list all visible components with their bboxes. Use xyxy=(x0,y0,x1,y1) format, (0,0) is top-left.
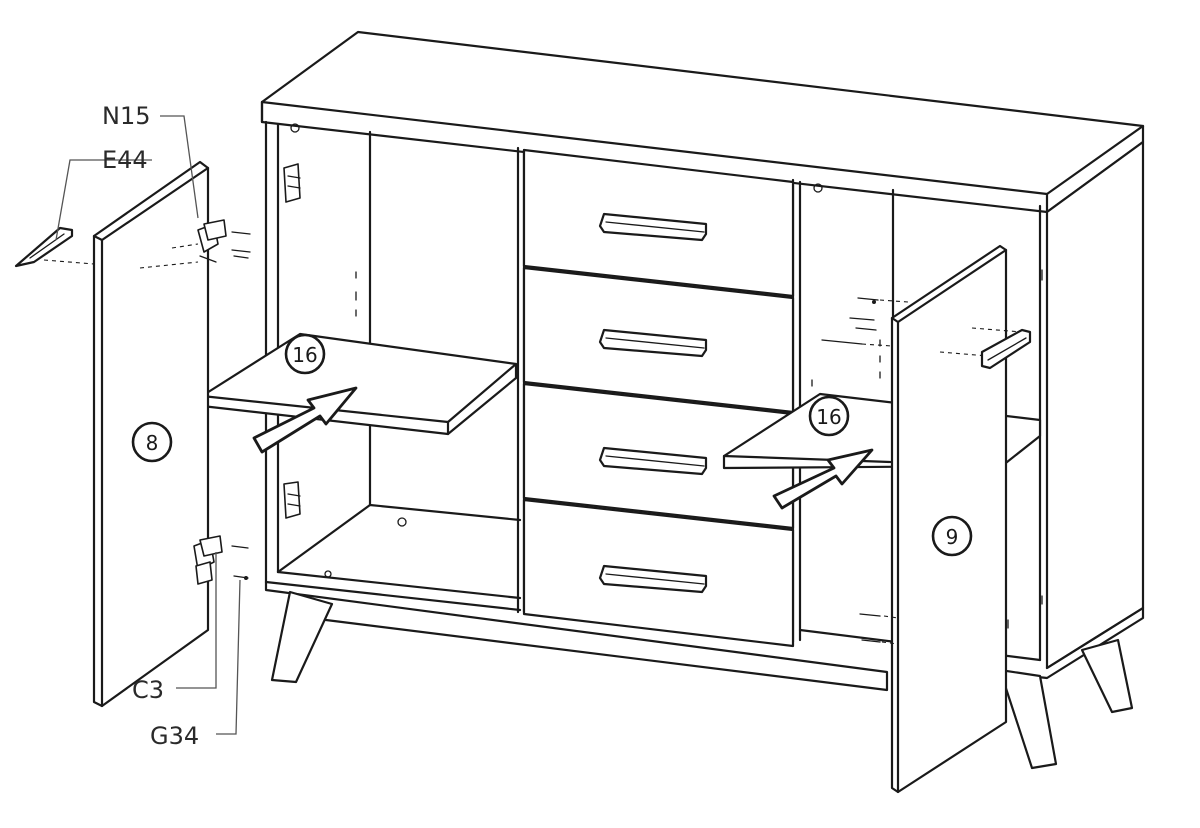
insert-arrow-right xyxy=(772,448,874,510)
label-c3: C3 xyxy=(132,676,164,704)
callout-right-door-number: 9 xyxy=(946,525,959,549)
callout-right-shelf: 16 xyxy=(808,395,850,437)
upper-hinge-left xyxy=(197,219,227,263)
cabinet-right-side xyxy=(1045,140,1145,670)
label-g34: G34 xyxy=(150,722,199,750)
leg-front-right xyxy=(998,668,1058,770)
lower-hinge-left xyxy=(193,535,223,585)
callout-left-shelf-number: 16 xyxy=(292,343,317,367)
callout-right-door: 9 xyxy=(931,515,973,557)
label-n15: N15 xyxy=(102,102,151,130)
label-e44: E44 xyxy=(102,146,148,174)
handle-right-door xyxy=(980,328,1032,370)
drawer-stack xyxy=(522,148,795,648)
leg-back-right xyxy=(1080,638,1134,714)
handle-e44-left xyxy=(14,226,74,268)
insert-arrow-left xyxy=(252,386,358,454)
callout-left-door-number: 8 xyxy=(146,431,159,455)
callout-right-shelf-number: 16 xyxy=(816,405,841,429)
leg-front-left xyxy=(270,590,334,684)
cabinet-body xyxy=(260,30,1145,770)
left-shelf-16 xyxy=(200,332,518,436)
callout-left-door: 8 xyxy=(131,421,173,463)
callout-left-shelf: 16 xyxy=(284,333,326,375)
